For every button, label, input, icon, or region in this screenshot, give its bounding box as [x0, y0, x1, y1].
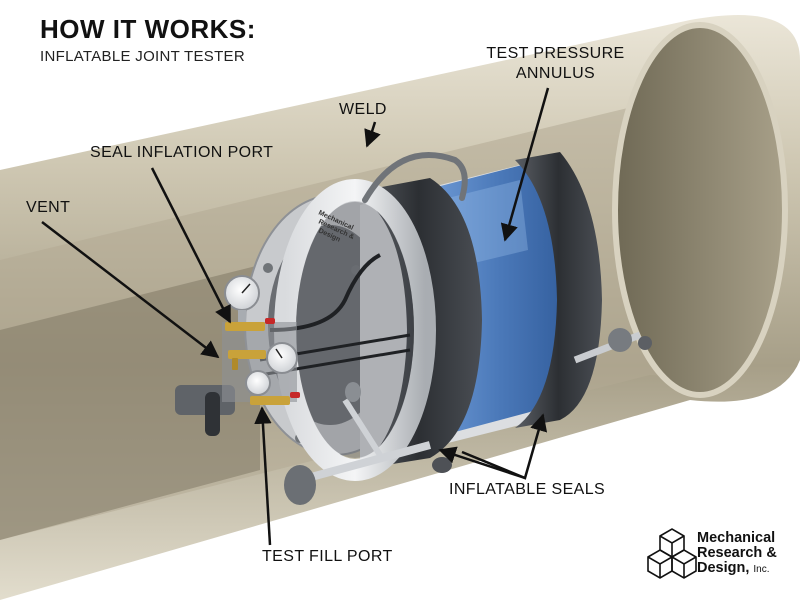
logo-line1: Mechanical	[697, 530, 776, 546]
callout-test-pressure-line1: TEST PRESSURE	[486, 45, 625, 62]
leader-seals-2	[438, 446, 526, 480]
company-logo-text: Mechanical Research & Design, Inc.	[697, 531, 777, 577]
test-gauge	[266, 342, 298, 374]
callout-vent: VENT	[26, 199, 71, 216]
logo-line3: Design,	[697, 560, 750, 576]
test-gauge-2	[245, 370, 271, 396]
leader-weld	[364, 121, 381, 148]
page-subtitle: INFLATABLE JOINT TESTER	[40, 48, 245, 65]
front-roller-assembly	[175, 382, 452, 505]
rear-roller-arm	[573, 328, 652, 364]
vent-valve	[228, 350, 266, 370]
company-logo-mark	[647, 528, 697, 579]
test-fill-valve	[250, 392, 300, 405]
seal-inflation-valve	[225, 318, 275, 331]
callout-test-pressure-line2: ANNULUS	[515, 65, 596, 82]
callout-weld: WELD	[339, 101, 387, 118]
seal-inflation-gauge	[224, 275, 260, 324]
leader-test-pressure	[500, 87, 550, 242]
callout-inflatable-seals: INFLATABLE SEALS	[449, 481, 606, 498]
leader-vent	[41, 221, 220, 359]
callout-test-pressure-annulus: TEST PRESSURE ANNULUS	[483, 44, 628, 84]
leader-test-fill	[254, 406, 272, 546]
leader-lines	[41, 87, 550, 546]
page-title: HOW IT WORKS:	[40, 14, 256, 44]
pipe-open-end	[615, 25, 785, 395]
weld-hose	[362, 152, 468, 203]
callout-test-fill-port: TEST FILL PORT	[262, 548, 393, 565]
logo-line2: Research &	[697, 545, 777, 561]
valve-manifold	[222, 275, 300, 405]
leader-seal-inflation	[150, 167, 232, 324]
logo-suffix: Inc.	[753, 564, 770, 575]
tester-body: Mechanical Research & Design	[274, 152, 602, 481]
callout-seal-inflation-port: SEAL INFLATION PORT	[90, 144, 274, 161]
